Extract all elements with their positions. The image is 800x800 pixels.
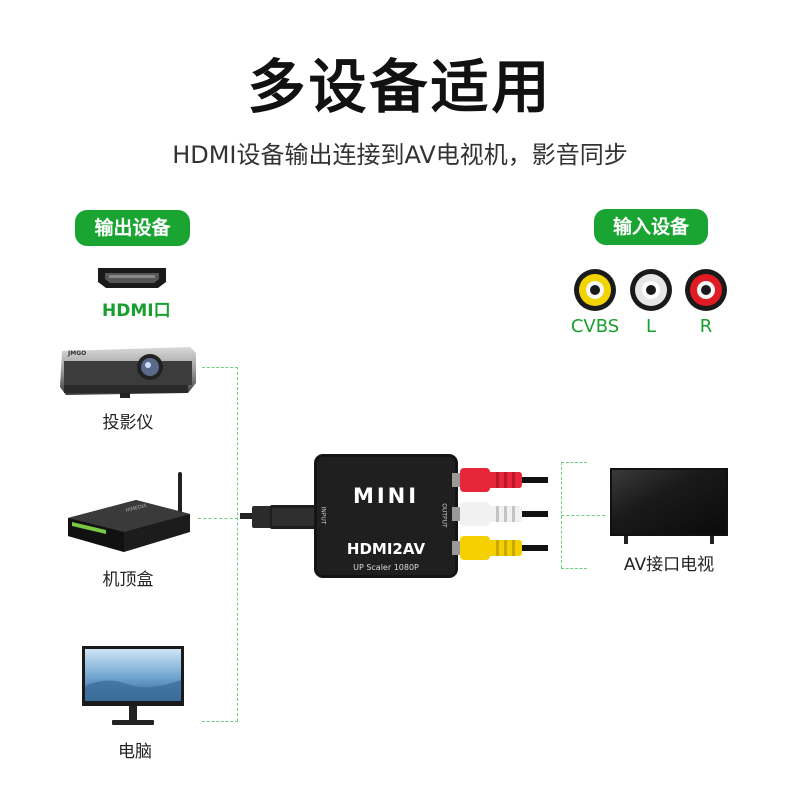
projector-icon: JMGO — [58, 345, 198, 400]
converter-brand: MINI — [352, 484, 420, 508]
converter-box — [314, 454, 458, 578]
device-label-projector: 投影仪 — [102, 413, 154, 433]
input-devices-badge: 输入设备 — [594, 209, 708, 245]
output-devices-badge: 输出设备 — [75, 210, 190, 246]
connector-line — [202, 721, 238, 722]
converter-input-label: INPUT — [319, 506, 327, 525]
hdmi-cable-icon — [240, 496, 320, 540]
page-subtitle: HDMI设备输出连接到AV电视机，影音同步 — [172, 141, 628, 169]
connector-line — [561, 515, 605, 516]
hdmi-port-icon — [96, 266, 168, 290]
svg-text:JMGO: JMGO — [67, 350, 86, 357]
connector-line — [237, 367, 238, 721]
audio-left-jack-icon — [629, 268, 673, 312]
converter-spec: UP Scaler 1080P — [353, 563, 419, 572]
connector-line — [198, 518, 238, 519]
jack-label-right: R — [699, 316, 713, 337]
rca-cables-icon — [452, 466, 548, 564]
jack-label-cvbs: CVBS — [570, 316, 620, 337]
connector-line — [561, 568, 587, 569]
connector-line — [561, 462, 587, 463]
svg-text:HIMEDIA: HIMEDIA — [125, 503, 148, 514]
audio-right-jack-icon — [684, 268, 728, 312]
converter-output-label: OUTPUT — [440, 503, 448, 528]
cvbs-jack-icon — [573, 268, 617, 312]
monitor-icon — [82, 646, 184, 728]
jack-label-left: L — [645, 316, 657, 337]
page-title: 多设备适用 — [247, 53, 553, 121]
device-label-computer: 电脑 — [118, 742, 152, 762]
device-label-set-top-box: 机顶盒 — [102, 570, 154, 590]
set-top-box-icon: HIMEDIA — [66, 470, 196, 555]
converter-model: HDMI2AV — [346, 540, 426, 558]
tv-label: AV接口电视 — [623, 555, 715, 575]
tv-icon — [610, 468, 728, 546]
connector-line — [202, 367, 238, 368]
hdmi-port-label: HDMI口 — [102, 301, 171, 321]
